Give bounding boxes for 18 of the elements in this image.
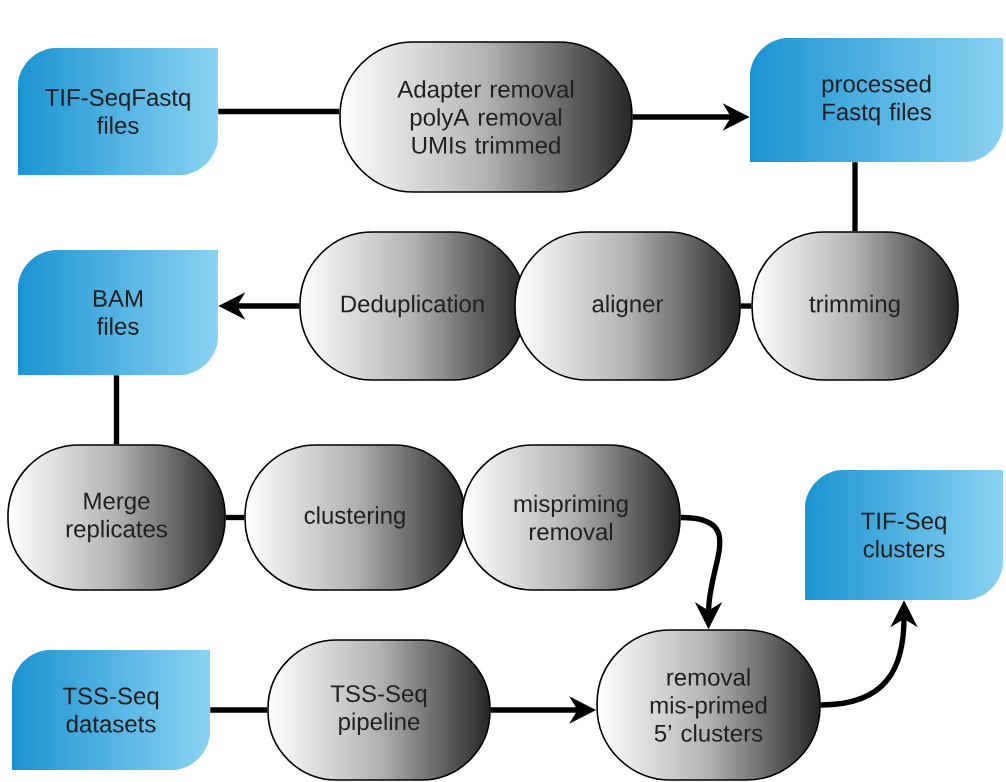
process-pill: Merge replicates xyxy=(7,444,226,591)
node-label: TIF-SeqFastq files xyxy=(45,88,190,134)
data-box: BAM files xyxy=(17,249,219,376)
process-pill: aligner xyxy=(514,231,741,381)
process-pill: TSS-Seq pipeline xyxy=(267,639,491,781)
process-pill: removal mis-primed 5’ clusters xyxy=(596,629,821,781)
data-box: TIF-SeqFastq files xyxy=(17,47,219,176)
data-box: processed Fastq files xyxy=(749,37,1004,163)
data-box: TSS-Seq datasets xyxy=(11,649,211,771)
process-pill: mispriming removal xyxy=(461,444,681,591)
data-box: TIF-Seq clusters xyxy=(804,469,1004,601)
node-label: TIF-Seq clusters xyxy=(861,512,946,558)
process-pill: trimming xyxy=(751,231,959,381)
node-label: processed Fastq files xyxy=(822,74,931,126)
process-pill: clustering xyxy=(244,444,466,591)
node-label: TSS-Seq datasets xyxy=(62,687,159,733)
process-pill: Adapter removal polyA removal UMIs trimmed xyxy=(339,41,633,193)
node-label: BAM files xyxy=(93,290,143,335)
